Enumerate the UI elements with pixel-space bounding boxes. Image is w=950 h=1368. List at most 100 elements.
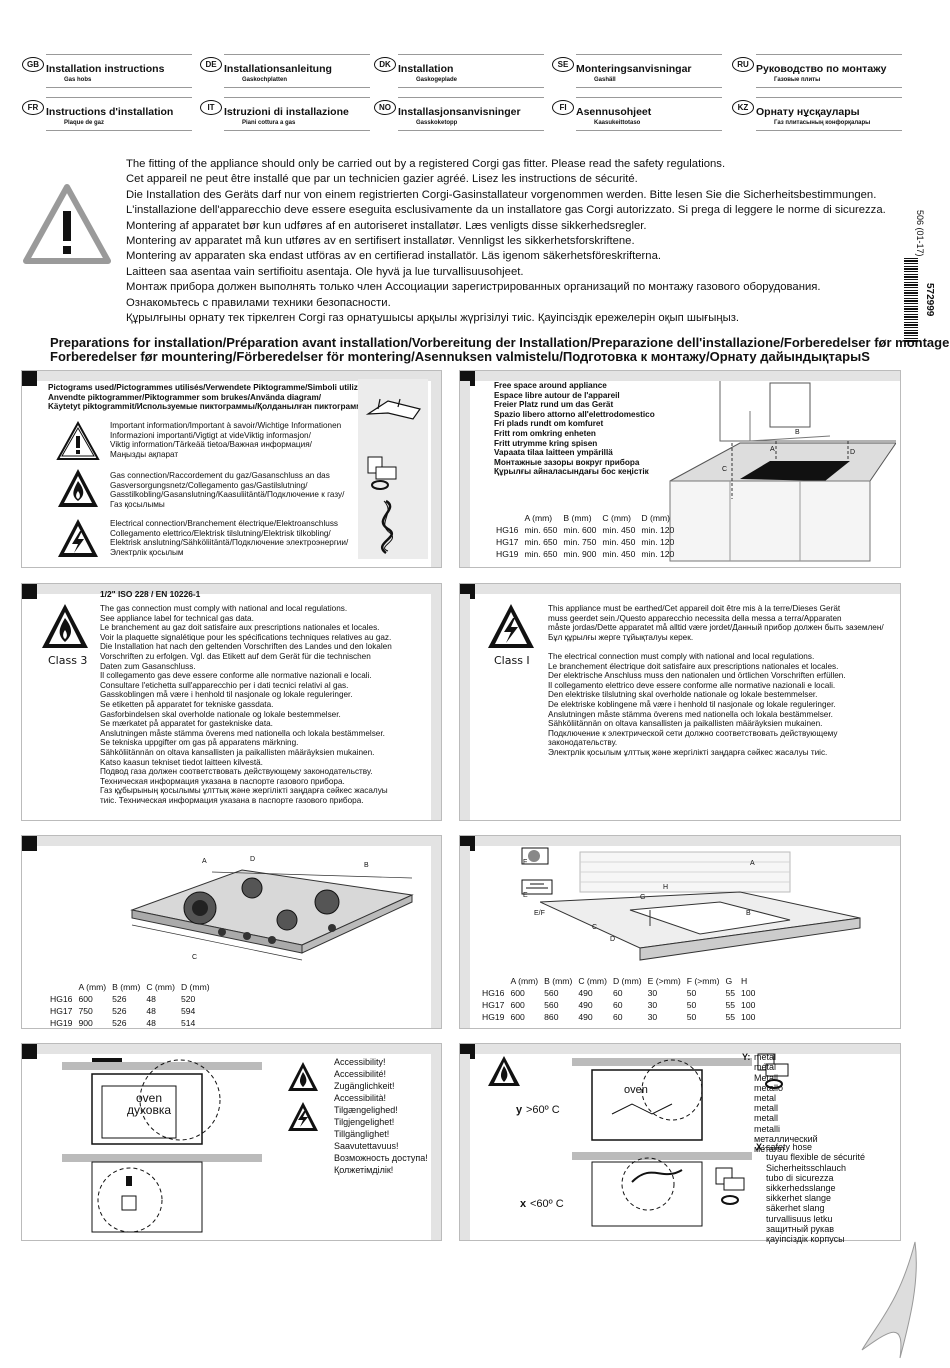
gas-text-line: Se mærkatet på apparatet for gastekniske…	[100, 719, 273, 729]
free-space-heading-line: Espace libre autour de l'appareil	[494, 390, 620, 400]
y-material-line: metall	[754, 1103, 779, 1114]
pictogram-electrical-line: Collegamento elettrico/Elektrisk tilslut…	[110, 528, 331, 538]
electrical-text-line: Der elektrische Anschluss muss den natio…	[548, 671, 846, 681]
table-cell: HG16	[482, 988, 505, 998]
language-subtitle: Kaasukeittotaso	[594, 120, 641, 126]
side-code: 506 (01-17)	[915, 210, 925, 257]
table-cell: 560	[544, 1000, 559, 1010]
warning-line: Montering av apparatet må kun utføres av…	[126, 235, 635, 248]
label-ef: E/F	[534, 910, 545, 917]
warning-line: Монтаж прибора должен выполнять только ч…	[126, 281, 821, 294]
gas-text-line: Consultare l'etichetta sull'apparecchio …	[100, 680, 349, 690]
table-cell: 526	[112, 994, 127, 1004]
gas-standard: 1/2" ISO 228 / EN 10226-1	[100, 589, 201, 599]
metal-elbow-icon	[757, 1053, 789, 1089]
table-header-row: A (mm)B (mm)C (mm)D (mm)	[496, 513, 678, 523]
accessibility-line: Saavutettavuus!	[334, 1141, 399, 1151]
language-code-badge: FI	[552, 100, 574, 115]
table-header-cell: F (>mm)	[686, 976, 720, 986]
table-header-cell: B (mm)	[112, 982, 141, 992]
table-header-cell: A (mm)	[78, 982, 107, 992]
language-subtitle: Gashäll	[594, 77, 616, 83]
gas-text-line: Se etiketten på apparatet for tekniske g…	[100, 699, 274, 709]
table-cell: HG19	[482, 1012, 505, 1022]
table-header-cell	[496, 513, 522, 523]
side-number: 572999	[924, 283, 935, 317]
y-material-line: Metall	[754, 1072, 779, 1083]
table-cell: 30	[647, 988, 658, 998]
language-subtitle: Gas hobs	[64, 77, 92, 83]
table-cell: 50	[686, 988, 697, 998]
label-c: C	[192, 954, 198, 961]
table-header-cell: D (mm)	[641, 513, 670, 523]
accessibility-line: Tillgänglighet!	[334, 1129, 390, 1139]
pictogram-info-line: Маңызды ақпарат	[110, 449, 179, 459]
pictogram-gas-line: Gas connection/Raccordement du gaz/Gasan…	[110, 471, 330, 480]
free-space-heading-line: Spazio libero attorno all'elettrodomesti…	[494, 409, 655, 419]
label-c: C	[722, 466, 728, 473]
table-header-cell	[50, 982, 76, 992]
language-subtitle: Газ плитасының конфорқалары	[774, 120, 871, 126]
label-a: A	[770, 446, 775, 453]
pictogram-electrical-text: Electrical connection/Branchement électr…	[110, 519, 348, 557]
language-subtitle: Газовые плиты	[774, 77, 821, 83]
table-cell: 60	[612, 1000, 623, 1010]
oven-label-ru: духовка	[126, 1103, 172, 1117]
hose-diagram	[572, 1058, 752, 1227]
table-cell: 60	[612, 988, 623, 998]
pictogram-info-line: Viktig information/Tärkeää tietoa/Важная…	[110, 440, 312, 450]
gas-text-line: The gas connection must comply with nati…	[100, 604, 348, 613]
gas-flame-icon	[58, 469, 98, 507]
free-space-heading-line: Free space around appliance	[494, 381, 607, 390]
x-label: x	[520, 1198, 527, 1210]
free-space-heading-line: Fritt utrymme kring spisen	[494, 438, 598, 448]
language-code-badge: SE	[552, 57, 574, 72]
page-curl-decoration	[861, 1241, 917, 1359]
accessibility-line: Accessibilità!	[334, 1093, 387, 1103]
gas-text-line: Il collegamento gas deve essere conforme…	[100, 671, 372, 681]
free-space-heading-line: Vapaata tilaa laitteen ympärillä	[494, 448, 613, 458]
warning-line: The fitting of the appliance should only…	[126, 158, 726, 170]
electrical-text: This appliance must be earthed/Cet appar…	[548, 604, 884, 758]
y-temp: >60º C	[526, 1104, 560, 1116]
pictogram-gas-line: Gasversorgungsnetz/Collegamento gas/Gast…	[110, 480, 308, 490]
warning-line: Laitteen saa asentaa vain sertifioitu as…	[126, 265, 524, 278]
label-a: A	[202, 858, 207, 865]
gas-text-line: Gasforbindelsen skal overholde nationale…	[100, 709, 341, 719]
language-subtitle: Plaque de gaz	[64, 120, 105, 126]
x-material-line: Sicherheitsschlauch	[766, 1162, 847, 1173]
table-cell: 526	[112, 1006, 127, 1016]
accessibility-line: Қолжетімділік!	[334, 1165, 394, 1175]
gas-text-line: Die Installation hat nach den geltenden …	[100, 642, 392, 652]
language-code-badge: DE	[200, 57, 222, 72]
language-code-badge: FR	[22, 100, 44, 115]
y-material-line: metalli	[754, 1123, 781, 1134]
table-cell: min. 900	[563, 549, 597, 559]
gas-text-line: Voir la plaquette signalétique pour les …	[100, 632, 392, 642]
pictograms-heading: Pictograms used/Pictogrammes utilisés/Ve…	[48, 383, 381, 412]
table-cell: 860	[544, 1012, 559, 1022]
table-header-cell: A (mm)	[524, 513, 553, 523]
table-header-cell: C (mm)	[146, 982, 175, 992]
y-material-line: metal	[754, 1052, 777, 1063]
label-a: A	[750, 860, 755, 867]
gas-connection-panel: Class 3 1/2" ISO 228 / EN 10226-1 The ga…	[21, 583, 442, 821]
gas-text-line: Le branchement au gaz doit satisfaire au…	[100, 623, 380, 633]
table-cell: 600	[510, 1000, 525, 1010]
gas-text-line: Se tekniska uppgifter om gas på apparate…	[100, 738, 299, 748]
pictogram-info-line: Informazioni importanti/Vigtigt at videV…	[110, 430, 311, 440]
table-cell: HG17	[482, 1000, 505, 1010]
electrical-text-line: De elektriske koblingene må være i henho…	[548, 699, 836, 709]
gas-text-line: Подвод газа должен соответствовать дейст…	[100, 767, 373, 777]
y-material-line: metall	[754, 1113, 779, 1124]
oven-diagram	[62, 1058, 262, 1233]
